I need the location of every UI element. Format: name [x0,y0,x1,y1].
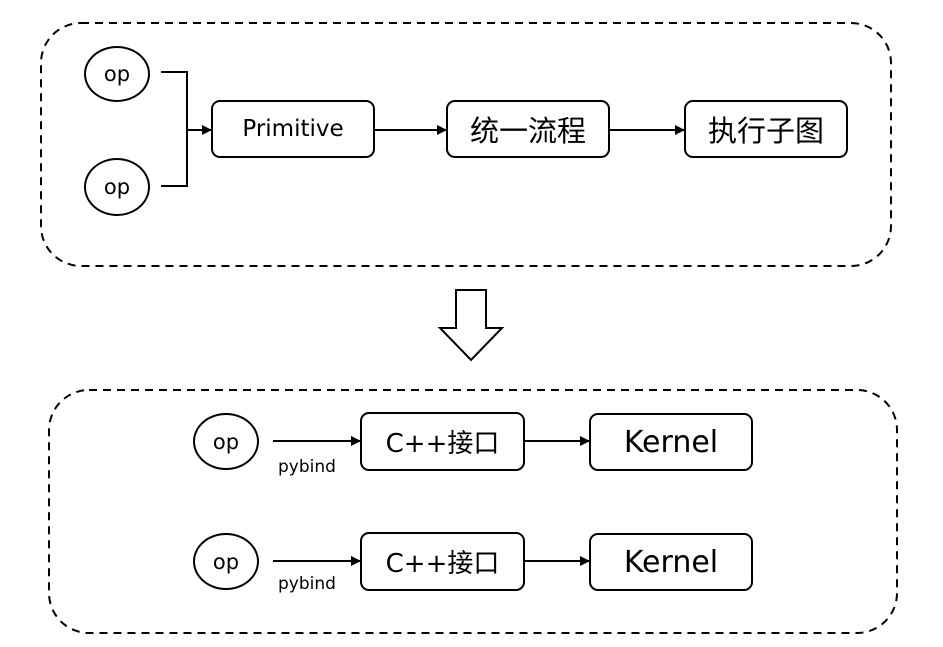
op-node-bottom-1: op [193,413,259,470]
cpp-interface-box-1: C++接口 [360,412,525,471]
op-node-top-1: op [84,46,150,102]
execute-subgraph-box: 执行子图 [684,100,848,158]
pybind-label-1: pybind [278,457,336,477]
top-group-container [40,22,892,267]
op-node-bottom-2: op [193,533,259,590]
bottom-group-container [48,389,898,634]
cpp-interface-box-2: C++接口 [360,532,525,591]
op-node-top-2: op [84,158,150,216]
primitive-box: Primitive [211,100,375,158]
merge-bracket [161,71,188,187]
unified-flow-box: 统一流程 [446,100,610,158]
kernel-box-1: Kernel [589,413,753,471]
kernel-box-2: Kernel [589,533,753,591]
pybind-label-2: pybind [278,574,336,594]
transition-down-arrow [437,289,505,362]
